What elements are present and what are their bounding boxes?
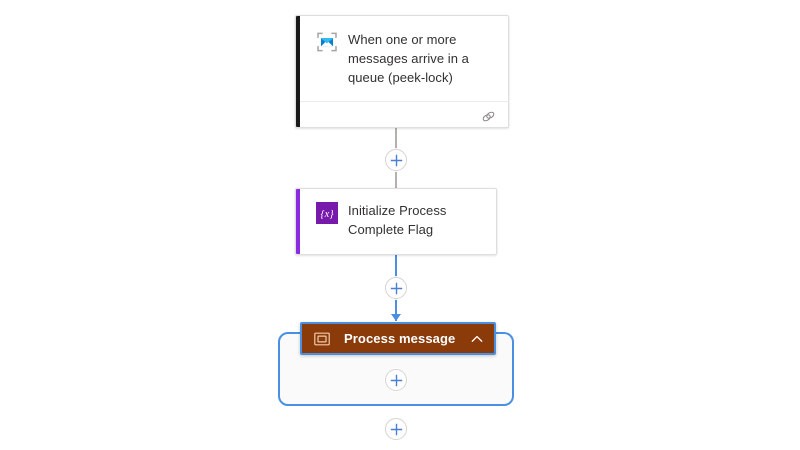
plus-icon (390, 154, 402, 166)
scope-container-icon (314, 332, 330, 345)
add-action-button-inside-scope[interactable] (385, 369, 407, 391)
service-bus-queue-icon (317, 32, 337, 52)
action-card-initialize-variable[interactable]: {x} Initialize Process Complete Flag (295, 188, 497, 255)
trigger-accent-bar (296, 16, 300, 127)
initialize-variable-card-title: Initialize Process Complete Flag (348, 203, 447, 237)
connector-arrowhead (391, 314, 401, 321)
plus-icon (390, 374, 402, 386)
scope-header-process-message[interactable]: Process message (300, 322, 496, 355)
variables-braces-icon: {x} (316, 202, 338, 224)
add-action-button-2[interactable] (385, 277, 407, 299)
trigger-card-body: When one or more messages arrive in a qu… (296, 16, 508, 101)
variable-accent-bar (296, 189, 300, 254)
add-action-button-1[interactable] (385, 149, 407, 171)
trigger-card-service-bus[interactable]: When one or more messages arrive in a qu… (295, 15, 509, 128)
trigger-card-footer (296, 101, 508, 127)
chain-link-icon[interactable] (481, 109, 496, 124)
trigger-card-title: When one or more messages arrive in a qu… (348, 32, 469, 85)
plus-icon (390, 423, 402, 435)
add-action-button-after-scope[interactable] (385, 418, 407, 440)
chevron-up-icon[interactable] (470, 332, 484, 346)
variables-icon-glyph: {x} (320, 209, 334, 220)
scope-title: Process message (344, 331, 456, 346)
plus-icon (390, 282, 402, 294)
initialize-variable-card-body: {x} Initialize Process Complete Flag (296, 189, 496, 251)
